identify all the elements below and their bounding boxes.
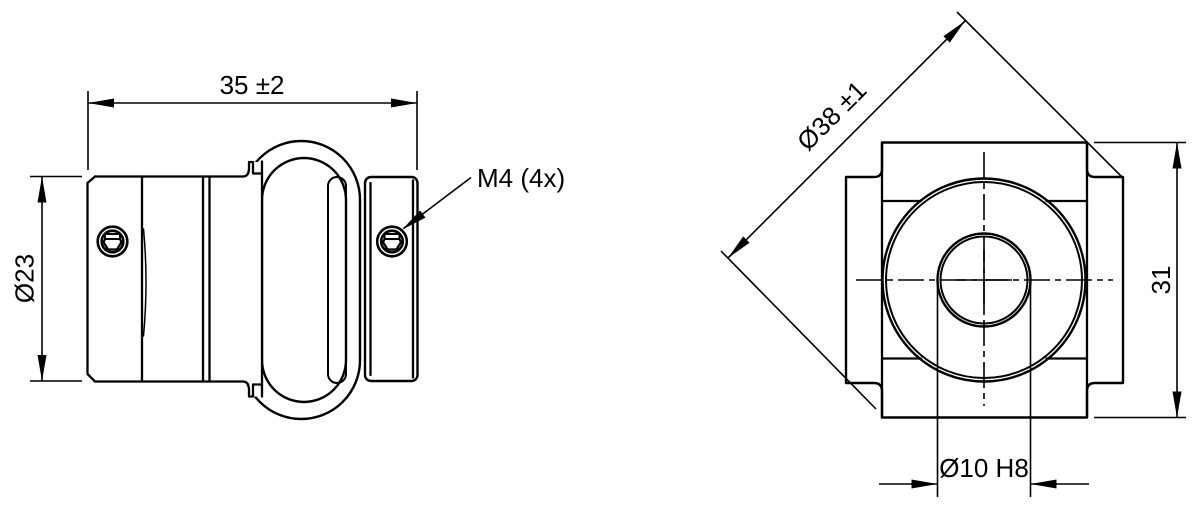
- dimension-height-31: 31: [1094, 141, 1186, 419]
- arrowhead-lower-left: [728, 236, 750, 258]
- arrowhead-right: [1030, 479, 1057, 489]
- screw-left-socket-bar: [104, 233, 121, 240]
- dimension-label-diagonal: Ø38 ±1: [791, 75, 872, 156]
- arrowhead-upper-right: [943, 21, 965, 43]
- dimension-label-diameter: Ø23: [10, 254, 40, 303]
- arrowhead-top: [1172, 142, 1182, 169]
- arrowhead-left: [911, 479, 938, 489]
- dimension-label-bore: Ø10 H8: [939, 453, 1029, 483]
- arrowhead-bottom: [1172, 391, 1182, 418]
- dimension-diameter-23: Ø23: [10, 175, 82, 382]
- leader-arrowhead: [402, 210, 426, 230]
- callout-label-m4: M4 (4x): [477, 163, 565, 193]
- arrowhead-left: [88, 98, 114, 108]
- body-top-groove-step: [241, 160, 264, 178]
- body-fill: [87, 162, 262, 397]
- dimension-bore-10h8: Ø10 H8: [879, 285, 1089, 497]
- dimension-label-width: 35 ±2: [220, 70, 285, 100]
- screw-right-socket-bar: [383, 233, 401, 240]
- body-curvature-highlight: [142, 228, 147, 337]
- body-left-edge: [86, 175, 97, 383]
- arrowhead-top: [37, 176, 47, 203]
- dimension-line: [727, 20, 966, 259]
- screw-right: [375, 225, 409, 258]
- flange-contour: [363, 175, 419, 383]
- callout-m4-screws: M4 (4x): [402, 163, 565, 230]
- dimension-width-35: 35 ±2: [87, 70, 418, 170]
- body-bottom-groove-step: [241, 380, 264, 398]
- front-view: Ø38 ±1 31 Ø10 H8: [720, 11, 1186, 497]
- clip-inner-hole: [260, 156, 348, 404]
- extension-line-upper: [956, 11, 1123, 178]
- arrowhead-bottom: [37, 355, 47, 381]
- screw-left: [96, 225, 129, 258]
- arrowhead-right: [391, 98, 417, 108]
- clip-inner-step: [327, 176, 347, 384]
- dimension-label-height: 31: [1146, 266, 1176, 295]
- extension-line-lower: [720, 250, 877, 410]
- side-view: 35 ±2 Ø23 M4 (4x): [10, 70, 565, 421]
